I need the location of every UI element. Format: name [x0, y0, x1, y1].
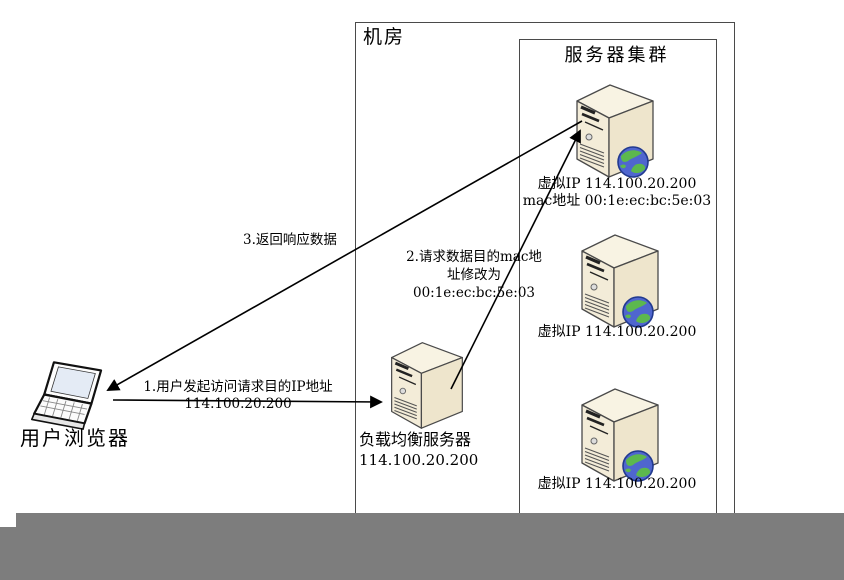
load-balancer-ip: 114.100.20.200	[359, 451, 479, 469]
flow-2-text-line2: 址修改为	[447, 267, 501, 283]
load-balancer-name: 负载均衡服务器	[359, 430, 472, 449]
bottom-white-notch	[0, 513, 16, 527]
flow-2-arrow	[450, 129, 581, 390]
laptop-icon	[30, 361, 103, 430]
flow-1-ip: 114.100.20.200	[184, 396, 292, 412]
client-browser-label: 用户浏览器	[20, 426, 130, 450]
server-cluster-box	[519, 39, 717, 580]
flow-2-label: 2.请求数据目的mac地 址修改为 00:1e:ec:bc:5e:03	[390, 248, 558, 302]
flow-3-label: 3.返回响应数据	[243, 232, 337, 248]
bottom-gray-bar	[0, 513, 844, 580]
flow-2-text-line1: 2.请求数据目的mac地	[406, 249, 542, 265]
flow-1-arrow	[112, 395, 383, 409]
globe-icon	[622, 296, 654, 328]
real-server-2-icon	[580, 233, 660, 329]
real-server-1-mac-label: mac地址 00:1e:ec:bc:5e:03	[522, 193, 712, 209]
flow-2-mac: 00:1e:ec:bc:5e:03	[412, 285, 535, 301]
flow-1-label: 1.用户发起访问请求目的IP地址 114.100.20.200	[118, 379, 358, 413]
real-server-3-icon	[580, 387, 660, 483]
real-server-1-icon	[575, 83, 655, 179]
globe-icon	[617, 146, 649, 178]
real-server-3-vip-label: 虚拟IP 114.100.20.200	[537, 476, 697, 492]
machine-room-box	[355, 22, 735, 580]
flow-1-text: 1.用户发起访问请求目的IP地址	[143, 379, 333, 395]
load-balancer-server-icon	[390, 341, 464, 430]
real-server-1-vip-label: 虚拟IP 114.100.20.200	[537, 176, 697, 192]
machine-room-label: 机房	[363, 26, 406, 48]
load-balancer-label: 负载均衡服务器 114.100.20.200	[359, 430, 478, 470]
real-server-2-vip-label: 虚拟IP 114.100.20.200	[537, 324, 697, 340]
flow-3-arrow	[106, 120, 583, 391]
server-cluster-label: 服务器集群	[564, 45, 670, 66]
